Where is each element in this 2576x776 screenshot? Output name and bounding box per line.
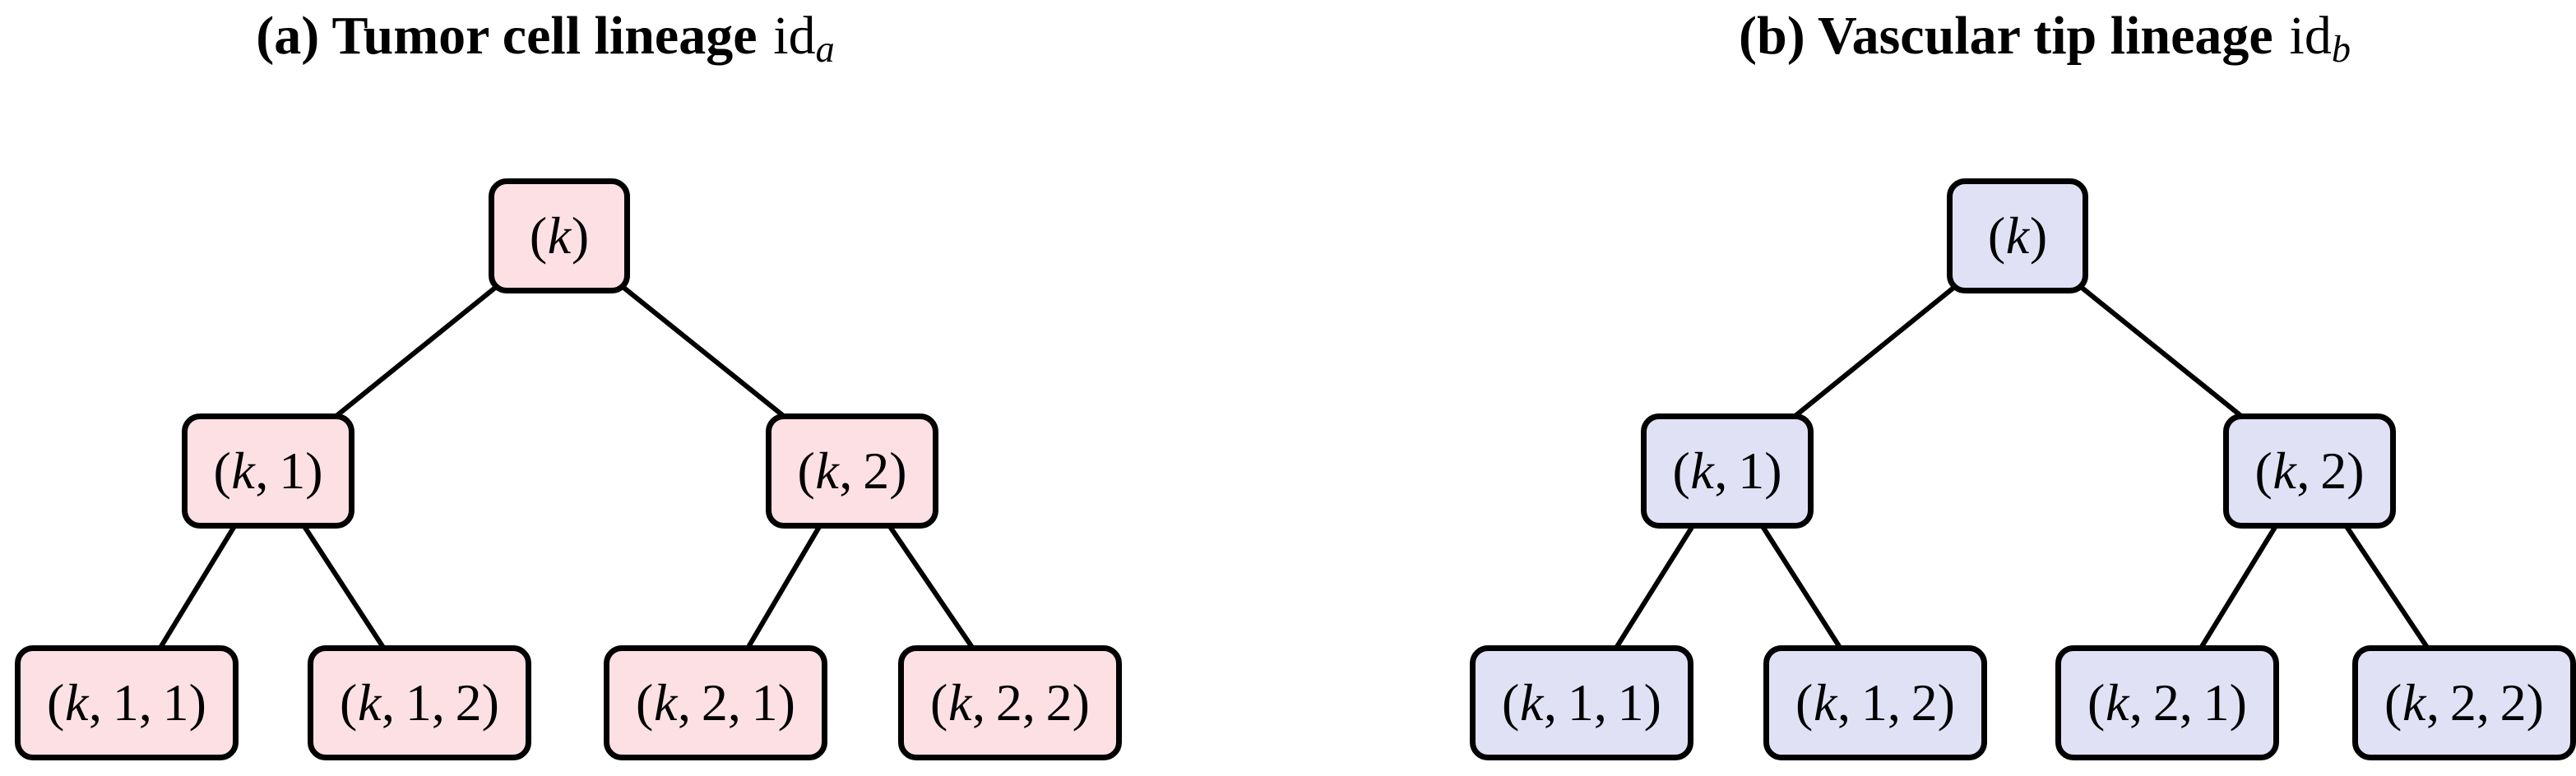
node-label: (k, 2, 1) [636,673,795,732]
node-label: (k) [529,206,590,265]
node-label: (k, 1, 2) [340,673,499,732]
node-label: (k, 1) [1672,441,1782,500]
node-label: (k) [1987,206,2048,265]
panel-title-b: (b) Vascular tip lineage idb [1739,6,2351,71]
tree-node-k12: (k, 1, 2) [308,645,531,760]
tree-node-k1: (k, 1) [1641,413,1814,529]
panel-vascular-lineage: (b) Vascular tip lineage idb (k) (k, 1) (… [1288,0,2576,776]
node-label: (k, 1, 2) [1795,673,1955,732]
node-label: (k, 2, 1) [2087,673,2247,732]
node-label: (k, 2, 2) [930,673,1090,732]
tree-node-k22: (k, 2, 2) [898,645,1122,760]
tree-node-k: (k) [1947,178,2088,293]
panel-title-a-id: id [773,6,816,66]
tree-node-k2: (k, 2) [2223,413,2396,529]
tree-node-k12: (k, 1, 2) [1763,645,1987,760]
node-label: (k, 1, 1) [1502,673,1661,732]
node-label: (k, 1) [213,441,323,500]
tree-node-k21: (k, 2, 1) [604,645,827,760]
tree-node-k1: (k, 1) [182,413,354,529]
tree-node-k: (k) [489,178,630,293]
tree-node-k22: (k, 2, 2) [2352,645,2576,760]
panel-title-b-bold: (b) Vascular tip lineage [1739,6,2273,66]
panel-title-a-bold: (a) Tumor cell lineage [256,6,758,66]
tree-node-k11: (k, 1, 1) [15,645,239,760]
tree-node-k11: (k, 1, 1) [1470,645,1693,760]
node-label: (k, 1, 1) [47,673,206,732]
tree-node-k21: (k, 2, 1) [2055,645,2279,760]
tree-node-k2: (k, 2) [766,413,938,529]
node-label: (k, 2) [797,441,907,500]
node-label: (k, 2) [2254,441,2365,500]
panel-title-b-subscript: b [2331,28,2351,71]
panel-title-a-subscript: a [815,28,835,71]
node-label: (k, 2, 2) [2384,673,2544,732]
panel-title-b-id: id [2289,6,2332,66]
